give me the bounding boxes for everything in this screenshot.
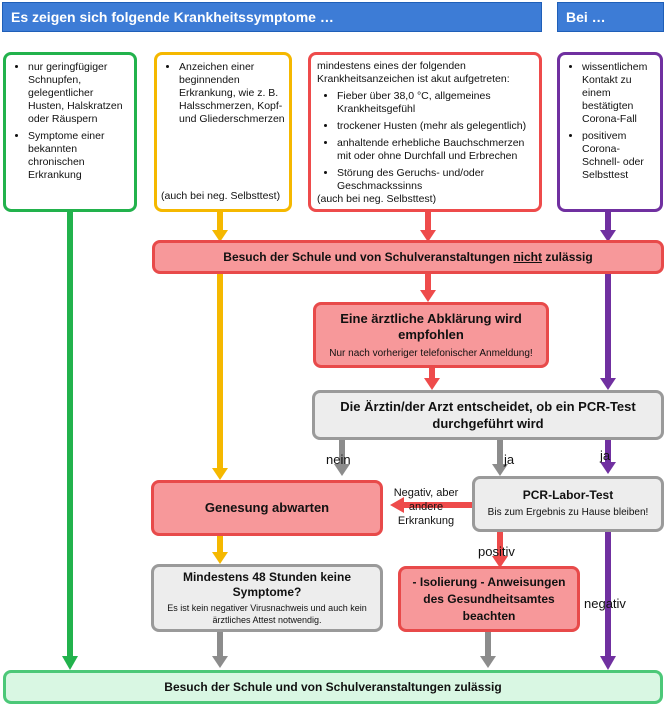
arrowhead-red-4 [390, 497, 404, 513]
header-symptoms: Es zeigen sich folgende Krankheitssympto… [2, 2, 542, 32]
symptom-mild-2: Symptome einer bekannten chronischen Erk… [28, 130, 130, 182]
symptom-mild-1: nur geringfügiger Schnupfen, gelegentlic… [28, 61, 130, 126]
symptom-box-acute: mindestens eines der folgenden Krankheit… [308, 52, 542, 212]
no-school-post: zulässig [542, 250, 593, 264]
arrowhead-red-5 [492, 556, 508, 568]
symptom-acute-1: Fieber über 38,0 °C, allgemeines Krankhe… [337, 90, 535, 116]
wait-box: Mindestens 48 Stunden keine Symptome? Es… [151, 564, 383, 632]
label-positiv: positiv [478, 544, 515, 559]
symptom-box-beginning: Anzeichen einer beginnenden Erkrankung, … [154, 52, 292, 212]
doctor-box: Eine ärztliche Abklärung wird empfohlen … [313, 302, 549, 368]
arrowhead-gray-wait [212, 656, 228, 668]
symptom-beginning-1: Anzeichen einer beginnenden Erkrankung, … [179, 61, 285, 126]
doctor-title: Eine ärztliche Abklärung wird empfohlen [340, 311, 522, 342]
symptom-beginning-note: (auch bei neg. Selbsttest) [161, 190, 281, 202]
no-school-box: Besuch der Schule und von Schulveranstal… [152, 240, 664, 274]
decision-box: Die Ärztin/der Arzt entscheidet, ob ein … [312, 390, 664, 440]
symptom-acute-4: Störung des Geruchs- und/oder Geschmacks… [337, 167, 535, 193]
label-ja-left: ja [504, 452, 515, 467]
arrowhead-green [62, 656, 78, 670]
contact-item-2: positivem Corona-Schnell- oder Selbsttes… [582, 130, 656, 182]
arrowhead-yellow-3 [212, 552, 228, 564]
isolation-label: - Isolierung - Anweisungen des Gesundhei… [412, 575, 566, 623]
wait-sub: Es ist kein negativer Virusnachweis und … [167, 603, 367, 625]
pcr-test-title: PCR-Labor-Test [522, 488, 614, 502]
decision-title: Die Ärztin/der Arzt entscheidet, ob ein … [340, 399, 636, 431]
school-allowed-box: Besuch der Schule und von Schulveranstal… [3, 670, 663, 704]
label-ja-right: ja [600, 448, 611, 463]
no-school-pre: Besuch der Schule und von Schulveranstal… [223, 250, 514, 264]
header-contact: Bei … [557, 2, 664, 32]
arrowhead-purple-4 [600, 656, 616, 670]
recovery-label: Genesung abwarten [204, 500, 330, 515]
arrowhead-red-2 [420, 290, 436, 302]
symptom-acute-2: trockener Husten (mehr als gelegentlich) [337, 120, 535, 133]
arrowhead-yellow-1 [212, 230, 228, 242]
arrowhead-yellow-2 [212, 468, 228, 480]
pcr-test-box: PCR-Labor-Test Bis zum Ergebnis zu Hause… [472, 476, 664, 532]
symptom-acute-note: (auch bei neg. Selbsttest) [317, 193, 437, 205]
school-allowed-label: Besuch der Schule und von Schulveranstal… [164, 680, 502, 694]
arrowhead-purple-1 [600, 230, 616, 242]
pcr-test-sub: Bis zum Ergebnis zu Hause bleiben! [487, 507, 649, 518]
recovery-box: Genesung abwarten [151, 480, 383, 536]
arrowhead-purple-3 [600, 462, 616, 474]
doctor-sub: Nur nach vorheriger telefonischer Anmeld… [329, 348, 533, 359]
contact-box: wissentlichem Kontakt zu einem bestätigt… [557, 52, 663, 212]
symptom-acute-intro: mindestens eines der folgenden Krankheit… [317, 60, 510, 85]
label-negative-other: Negativ, aber andere Erkrankung [393, 487, 459, 527]
symptom-box-mild: nur geringfügiger Schnupfen, gelegentlic… [3, 52, 137, 212]
arrowhead-gray-ja [492, 464, 508, 476]
wait-title: Mindestens 48 Stunden keine Symptome? [182, 570, 352, 599]
symptom-acute-3: anhaltende erhebliche Bauchschmerzen mit… [337, 137, 535, 163]
arrowhead-red-1 [420, 230, 436, 242]
label-negativ: negativ [584, 596, 626, 611]
arrowhead-gray-iso [480, 656, 496, 668]
arrowhead-gray-nein [334, 464, 350, 476]
isolation-box: - Isolierung - Anweisungen des Gesundhei… [398, 566, 580, 632]
label-nein: nein [326, 452, 351, 467]
no-school-not: nicht [513, 250, 543, 264]
contact-item-1: wissentlichem Kontakt zu einem bestätigt… [582, 61, 656, 126]
arrowhead-red-3 [424, 378, 440, 390]
arrowhead-purple-2 [600, 378, 616, 390]
